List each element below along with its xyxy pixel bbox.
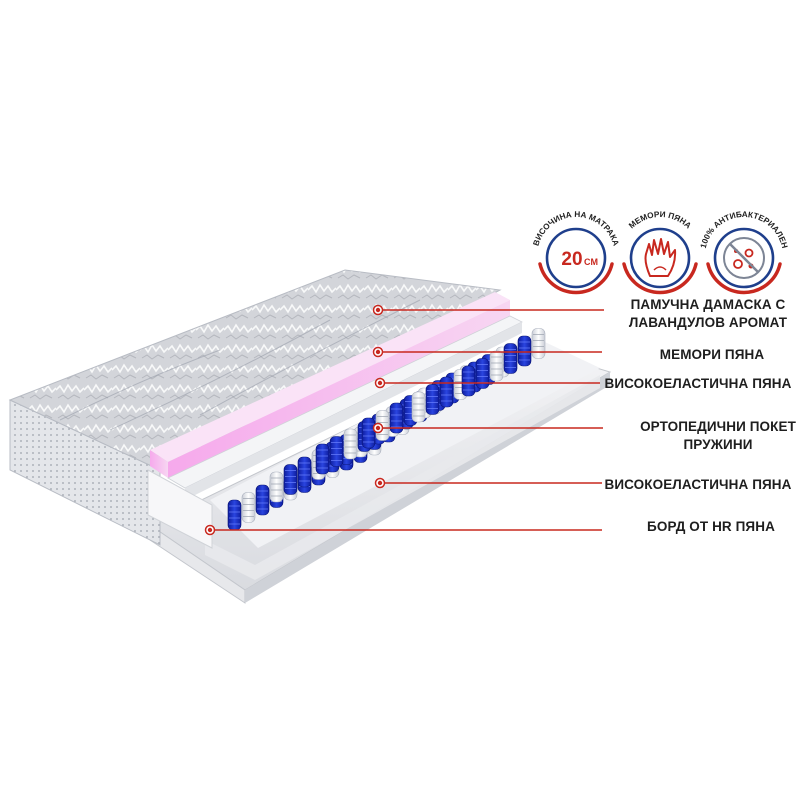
label-high-elastic-foam-upper: ВИСОКОЕЛАСТИЧНА ПЯНА (604, 376, 792, 391)
memory-foam-side (168, 300, 510, 478)
spring-block-bed (210, 335, 600, 548)
badge-bacteria-crossed: 100% АНТИБАКТЕРИАЛЕН (699, 210, 789, 295)
leader-line (372, 422, 603, 434)
pocket-spring (489, 350, 504, 382)
pocket-spring (425, 384, 440, 415)
pocket-spring (531, 328, 546, 359)
pocket-spring (503, 343, 518, 374)
leader-lines (204, 304, 604, 536)
cover-texture (59, 299, 421, 431)
label-memory-foam: МЕМОРИ ПЯНА (659, 347, 765, 362)
leader-line (372, 346, 602, 358)
pocket-spring (461, 365, 476, 397)
pocket-spring (475, 358, 490, 389)
pocket-spring (517, 335, 532, 367)
pocket-spring (241, 492, 256, 523)
label-damask: ПАМУЧНА ДАМАСКА С ЛАВАНДУЛОВ АРОМАТ (628, 297, 788, 331)
label-hr-foam-board: БОРД ОТ HR ПЯНА (647, 519, 775, 534)
height-unit: CM (584, 257, 598, 267)
pocket-spring (269, 471, 284, 503)
hr-foam-board (147, 469, 213, 549)
pocket-spring (315, 443, 330, 475)
pocket-spring (343, 428, 358, 460)
pocket-spring (227, 499, 242, 531)
pocket-spring (255, 484, 270, 516)
leader-line (372, 304, 604, 316)
hand-print-icon (644, 238, 677, 277)
pocket-springs (227, 328, 546, 531)
memory-foam-front (150, 450, 168, 478)
pocket-spring (283, 464, 298, 495)
high-elastic-foam-upper-side (185, 322, 522, 500)
pocket-spring (439, 376, 454, 408)
pocket-spring (329, 436, 344, 467)
bacteria-crossed-icon (723, 237, 765, 279)
leader-line (204, 524, 602, 536)
badge-hand-print: МЕМОРИ ПЯНА (622, 210, 698, 295)
pocket-spring (411, 391, 426, 423)
pocket-spring (361, 417, 376, 449)
pocket-spring (297, 456, 312, 488)
leader-line (374, 377, 600, 389)
pocket-spring (389, 402, 404, 434)
badge-arc-text: МЕМОРИ ПЯНА (627, 210, 693, 231)
height-value: 20 (561, 249, 582, 270)
label-pocket-springs: ОРТОПЕДИЧНИ ПОКЕТ ПРУЖИНИ (640, 419, 796, 453)
memory-foam-top (150, 292, 510, 462)
leader-line (374, 477, 602, 489)
label-high-elastic-foam-lower: ВИСОКОЕЛАСТИЧНА ПЯНА (604, 477, 792, 492)
